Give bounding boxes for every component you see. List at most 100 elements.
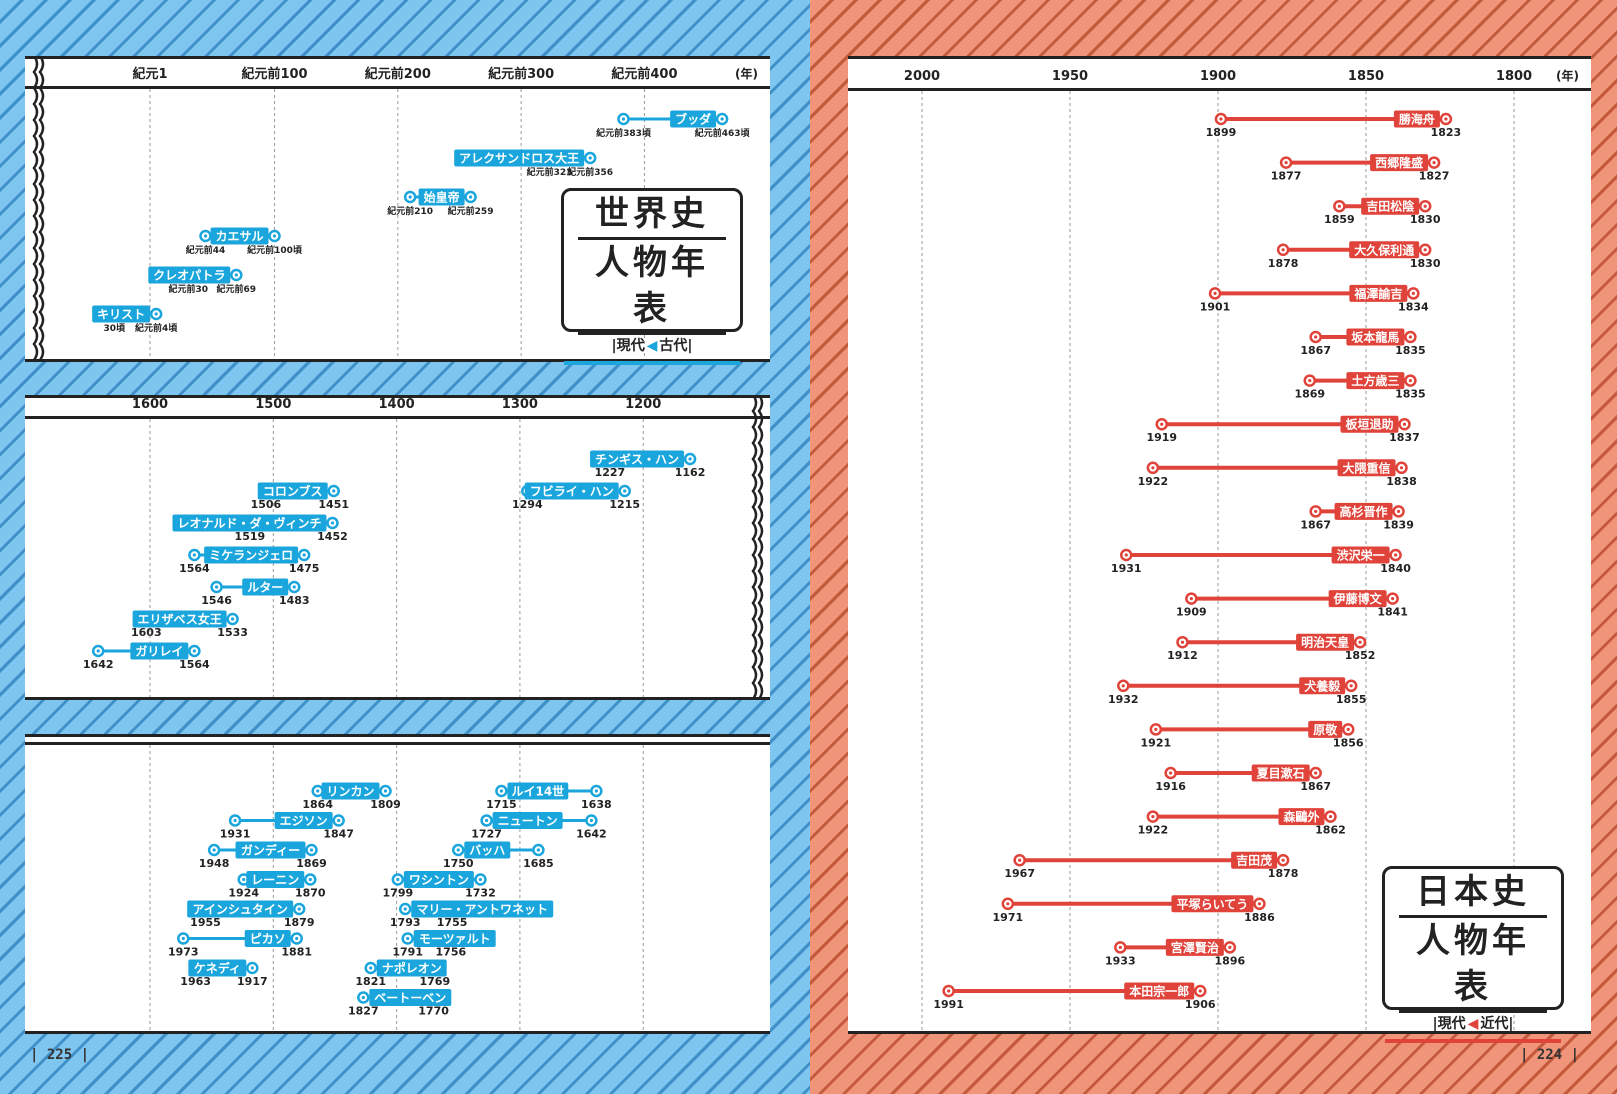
- name-tag-16: [1278, 808, 1325, 826]
- name-label-0: 勝海舟: [1399, 112, 1435, 127]
- lifespan-end-dot-core-3: [1281, 248, 1285, 252]
- axis-top-rule: [25, 56, 770, 59]
- end-year-label-9: 1867: [1300, 518, 1331, 531]
- name-label-6: ワシントン: [409, 873, 469, 887]
- lifespan-end-dot-core-14: [1154, 727, 1158, 732]
- start-year-label-11: 1881: [281, 946, 312, 959]
- lifespan-start-dot-core-0: [383, 789, 388, 793]
- lifespan-start-dot-core-10: [1394, 553, 1398, 557]
- world-title-line2: 人物年表: [578, 240, 726, 335]
- end-year-label-7: 1924: [228, 887, 259, 900]
- japan-sub-right: 近代: [1480, 1016, 1509, 1032]
- name-label-4: 福澤諭吉: [1353, 286, 1402, 301]
- name-label-8: マリー・アントワネット: [416, 903, 548, 917]
- end-year-label-5: 1948: [199, 857, 230, 870]
- end-year-label-0: 1899: [1206, 126, 1237, 139]
- lifespan-end-dot-core-18: [1006, 902, 1010, 906]
- end-year-label-0: 紀元前383頃: [596, 127, 652, 139]
- name-label-20: 本田宗一郎: [1129, 984, 1189, 999]
- tick-label-2: 1400: [379, 397, 415, 412]
- lifespan-end-dot-core-4: [456, 848, 460, 852]
- tick-label-1: 1500: [255, 397, 291, 412]
- lifespan-end-dot-core-10: [406, 936, 410, 941]
- name-label-19: 宮澤賢治: [1171, 940, 1219, 955]
- start-year-label-9: 1839: [1383, 518, 1414, 531]
- name-tag-8: [1337, 459, 1396, 477]
- lifespan-end-dot-core-12: [1180, 640, 1185, 644]
- name-tag-7: [130, 642, 189, 660]
- tick-label-4: 1200: [625, 397, 661, 412]
- axis-top-rule: [25, 395, 770, 398]
- lifespan-start-dot-core-11: [1391, 597, 1395, 601]
- name-tag-9: [187, 900, 294, 918]
- name-label-5: ルター: [247, 581, 283, 595]
- japan-title-sub: |現代◀近代|: [1385, 1013, 1561, 1035]
- lifespan-start-dot-core-13: [1349, 684, 1353, 688]
- name-label-6: 土方歳三: [1351, 373, 1399, 388]
- lifespan-end-dot-core-10: [1124, 553, 1128, 557]
- end-year-label-3: 1519: [235, 530, 266, 543]
- name-label-7: 板垣退助: [1345, 417, 1393, 432]
- start-year-label-0: 1162: [675, 466, 706, 479]
- lifespan-start-dot-core-5: [1408, 335, 1412, 339]
- name-tag-2: [257, 482, 328, 500]
- lifespan-start-dot-core-13: [250, 966, 254, 970]
- name-label-1: フビライ・ハン: [530, 484, 614, 499]
- lifespan-end-dot-core-5: [212, 848, 216, 852]
- lifespan-start-dot-core-2: [468, 195, 473, 199]
- lifespan-start-dot-core-2: [332, 489, 336, 493]
- start-year-label-18: 1886: [1244, 911, 1275, 924]
- name-tag-5: [242, 578, 289, 596]
- end-year-label-10: 1791: [392, 946, 423, 959]
- lifespan-end-dot-core-1: [499, 789, 504, 793]
- lifespan-start-dot-core-4: [302, 553, 306, 557]
- start-year-label-7: 1870: [295, 887, 326, 900]
- end-year-label-15: 1916: [1155, 780, 1186, 793]
- start-year-label-2: 1830: [1410, 213, 1441, 226]
- name-tag-4: [204, 546, 299, 564]
- name-label-2: コロンブス: [263, 484, 323, 499]
- end-year-label-14: 1921: [1141, 736, 1172, 749]
- end-year-label-0: 1227: [595, 466, 626, 479]
- end-year-label-20: 1991: [933, 998, 964, 1011]
- end-year-label-12: 1821: [355, 975, 386, 988]
- name-label-0: チンギス・ハン: [595, 452, 679, 467]
- name-tag-13: [1299, 677, 1346, 695]
- name-tag-1: [454, 149, 585, 167]
- name-tag-10: [1331, 546, 1390, 564]
- lifespan-end-dot-core-3: [233, 818, 237, 823]
- name-tag-7: [1340, 415, 1399, 433]
- name-tag-4: [148, 266, 231, 284]
- end-year-label-1: 1294: [512, 498, 543, 511]
- lifespan-start-dot-core-19: [1228, 945, 1232, 950]
- end-year-label-6: 1869: [1294, 388, 1325, 401]
- lifespan-end-dot-core-14: [361, 995, 365, 1000]
- lifespan-end-dot-core-4: [1213, 291, 1217, 295]
- end-year-label-11: 1973: [168, 946, 199, 959]
- name-tag-5: [1346, 328, 1405, 346]
- lifespan-start-dot-core-15: [1314, 771, 1318, 775]
- name-tag-14: [1308, 720, 1343, 738]
- name-label-9: アインシュタイン: [192, 903, 287, 917]
- name-tag-6: [403, 871, 474, 888]
- end-year-label-4: 1901: [1200, 300, 1231, 313]
- lifespan-start-dot-core-9: [297, 907, 301, 911]
- lifespan-start-dot-core-4: [536, 848, 540, 852]
- arrow-left-icon: ◀: [1467, 1016, 1479, 1032]
- start-year-label-13: 1917: [237, 975, 268, 988]
- break-wave-2: [757, 395, 764, 700]
- end-year-label-5: 1546: [201, 594, 232, 607]
- lifespan-start-dot-core-4: [234, 273, 238, 277]
- lifespan-start-dot-core-1: [1432, 161, 1436, 165]
- name-label-4: ミケランジェロ: [209, 549, 293, 563]
- lifespan-end-dot-core-3: [203, 234, 208, 238]
- start-year-label-11: 1841: [1377, 606, 1408, 619]
- name-tag-11: [1328, 590, 1387, 608]
- name-label-11: ピカソ: [250, 932, 286, 946]
- lifespan-start-dot-core-6: [1408, 379, 1412, 383]
- end-year-label-7: 1919: [1146, 431, 1177, 444]
- lifespan-start-dot-core-8: [1399, 466, 1404, 470]
- start-year-label-1: 1215: [609, 498, 640, 511]
- lifespan-end-dot-core-13: [1121, 684, 1125, 688]
